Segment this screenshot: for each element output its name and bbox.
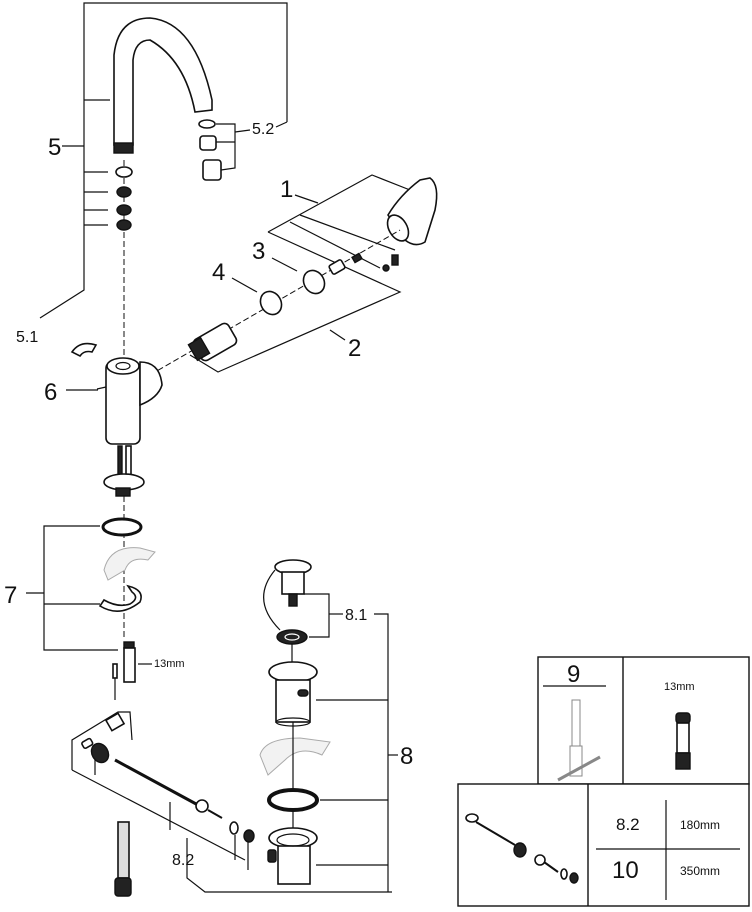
- cartridge-part: [187, 322, 238, 362]
- drain-body-part: [268, 661, 318, 727]
- drain-flange-part: [267, 827, 318, 885]
- threaded-nut-part: [123, 647, 136, 683]
- screw-part: [351, 252, 363, 264]
- tool-size-label: 13mm: [664, 681, 695, 693]
- callout-label-3: 3: [252, 238, 265, 265]
- callout-label-8-2: 8.2: [172, 852, 194, 869]
- callout-label-5: 5: [48, 134, 61, 161]
- callout-7-bracket: [26, 525, 118, 651]
- flex-hose-part: [114, 821, 132, 897]
- popup-rod-icon: [465, 813, 579, 884]
- callout-label-7: 7: [4, 582, 17, 609]
- pin-part: [112, 663, 118, 679]
- callout-8-bracket: [304, 593, 398, 892]
- legend-row-2-length: 350mm: [680, 864, 720, 878]
- callout-5-bracket: [39, 2, 288, 319]
- popup-plug-part: [281, 571, 305, 595]
- o-ring-part: [115, 166, 133, 178]
- o-ring-part: [229, 821, 239, 835]
- callout-label-8: 8: [400, 743, 413, 770]
- nut-part: [123, 641, 135, 649]
- stem-part: [288, 593, 298, 607]
- faucet-body-part: [96, 357, 163, 445]
- aerator-assembly: [198, 119, 251, 181]
- ball-joint-part: [195, 799, 209, 813]
- knob-part: [90, 742, 110, 764]
- callout-label-5-1: 5.1: [16, 329, 38, 346]
- washer-part: [243, 829, 255, 843]
- spout-part: [113, 17, 213, 146]
- countertop-outline: [103, 547, 156, 581]
- callout-label-1: 1: [280, 176, 293, 203]
- callout-label-8-1: 8.1: [345, 607, 367, 624]
- tool-number-label: 9: [567, 661, 580, 688]
- ring-part: [259, 290, 283, 316]
- washer-part: [116, 186, 132, 198]
- legend-row-1-label: 8.2: [616, 815, 640, 834]
- cap-part: [382, 264, 390, 272]
- legend-row-1-length: 180mm: [680, 818, 720, 832]
- socket-tool-icon: [675, 712, 691, 770]
- clip-part: [70, 342, 98, 358]
- stud-part: [117, 445, 123, 477]
- callout-label-2: 2: [348, 335, 361, 362]
- nut-part: [302, 269, 326, 295]
- screw-part: [391, 254, 399, 266]
- spout-thread: [113, 142, 134, 154]
- washer-part: [116, 204, 132, 216]
- o-ring-part: [101, 517, 143, 537]
- size-label-13mm: 13mm: [154, 658, 185, 670]
- callout-label-6: 6: [44, 379, 57, 406]
- clamp-part: [104, 712, 126, 732]
- adapter-part: [328, 259, 346, 275]
- nut-part: [115, 487, 131, 497]
- basin-outline: [259, 737, 331, 776]
- seal-part: [276, 629, 308, 645]
- gasket-part: [267, 788, 319, 812]
- screw-part: [81, 737, 94, 750]
- legend-row-2-label: 10: [612, 857, 639, 884]
- wrench-tool-icon: [557, 699, 601, 782]
- callout-label-4: 4: [212, 259, 225, 286]
- callout-1-2-bracket: [189, 174, 411, 373]
- washer-part: [116, 219, 132, 231]
- callout-label-5-2: 5.2: [252, 121, 274, 138]
- horseshoe-washer-part: [98, 584, 142, 612]
